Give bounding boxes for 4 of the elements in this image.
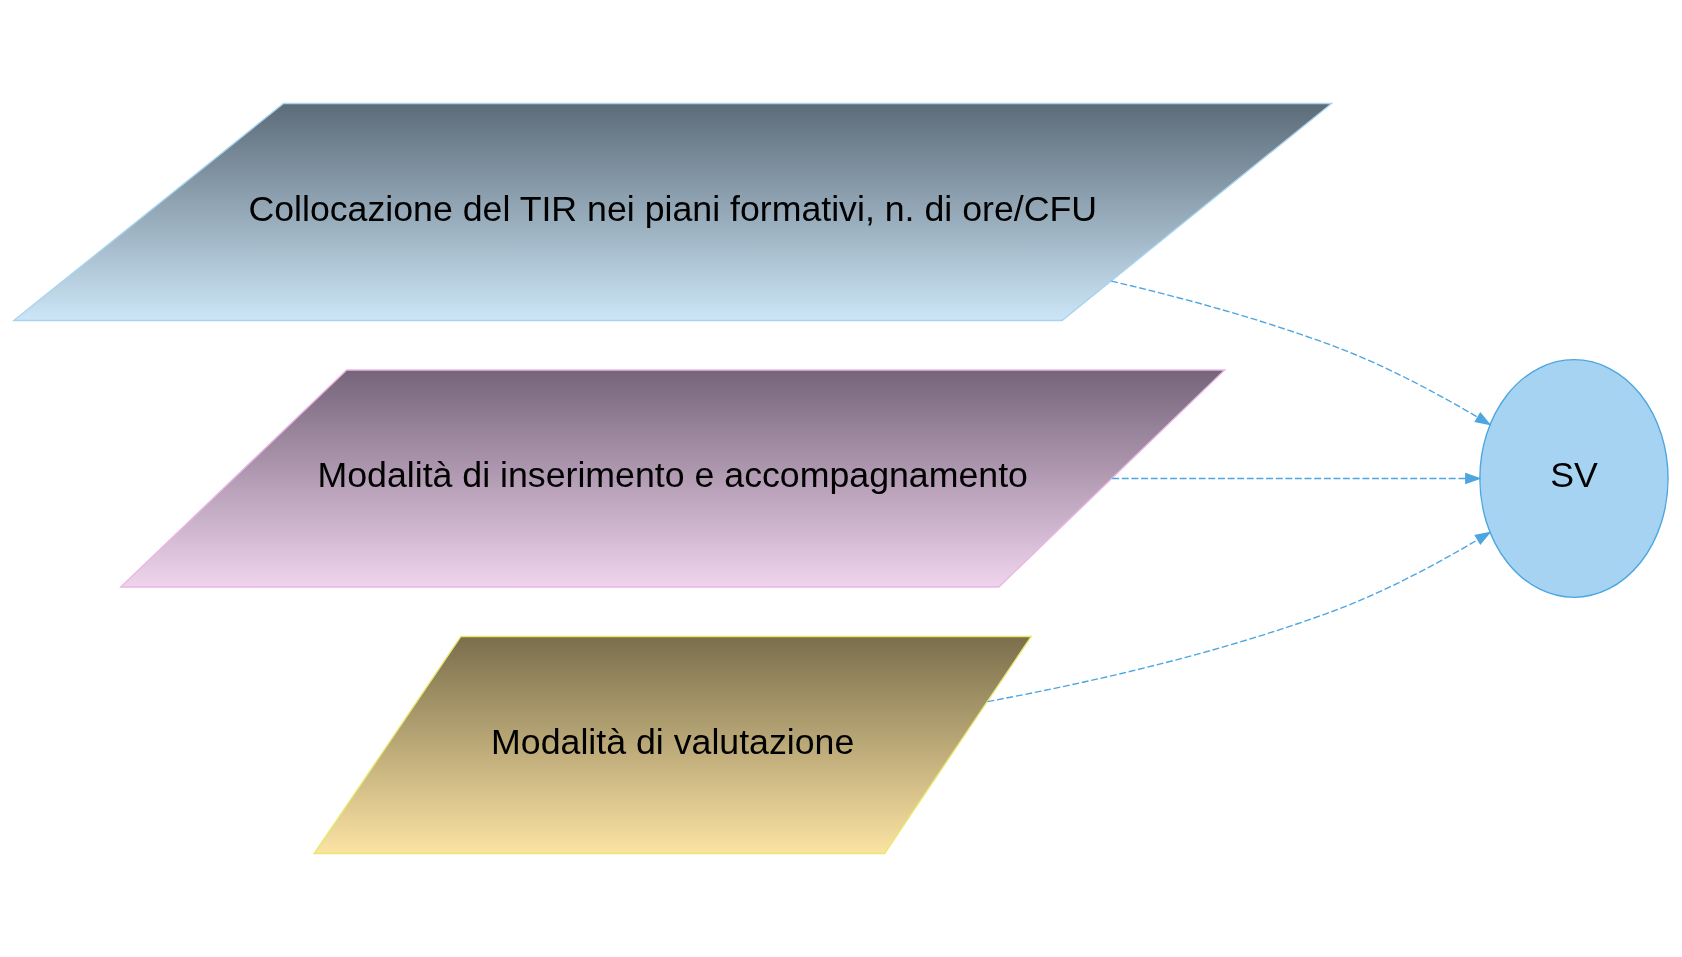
node-ellipse: SV	[1479, 359, 1669, 598]
arrow	[1111, 472, 1482, 485]
arrow	[986, 531, 1492, 703]
arrow	[1110, 280, 1492, 426]
